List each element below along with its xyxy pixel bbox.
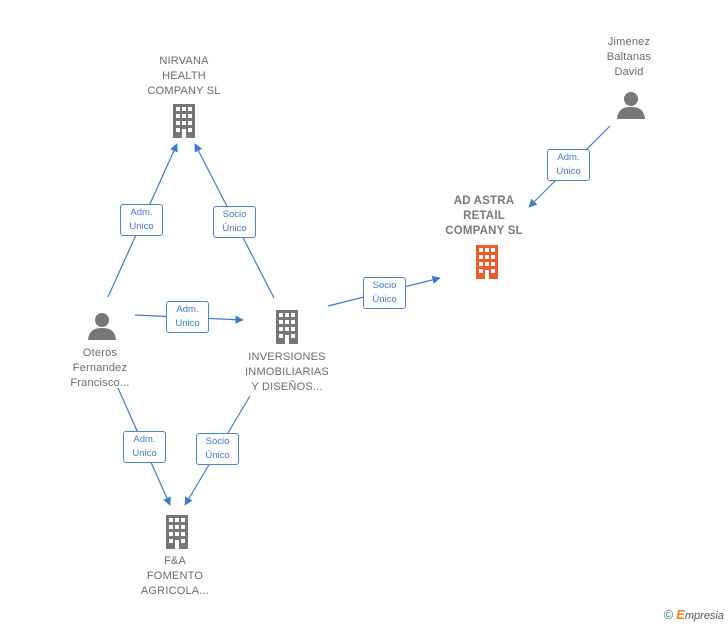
edge-label-line: Adm. (176, 304, 199, 315)
node-label-inversiones: INVERSIONES INMOBILIARIAS Y DISEÑOS... (232, 350, 342, 395)
brand-name: mpresia (684, 610, 724, 622)
inversiones-line-3: Y DISEÑOS... (251, 381, 323, 393)
inversiones-line-1: INVERSIONES (248, 351, 326, 363)
edge-label-oteros-inversiones[interactable]: Adm. Unico (166, 301, 209, 333)
edge-label-line: Unico (132, 448, 157, 459)
jimenez-line-3: David (614, 66, 644, 78)
fa-line-2: FOMENTO (146, 570, 204, 582)
edge-label-line: Adm. (133, 434, 156, 445)
person-icon[interactable] (87, 311, 117, 341)
node-label-ad-astra: AD ASTRA RETAIL COMPANY SL (428, 194, 540, 239)
edge-label-line: Único (222, 223, 247, 234)
nirvana-line-3: COMPANY SL (147, 85, 221, 97)
edge-label-oteros-nirvana[interactable]: Adm. Unico (120, 204, 163, 236)
oteros-line-1: Oteros (82, 347, 118, 359)
building-icon[interactable] (163, 515, 191, 549)
edge-label-inversiones-adastra[interactable]: Socio Único (363, 277, 406, 309)
node-label-oteros: Oteros Fernandez Francisco... (55, 346, 145, 391)
jimenez-line-2: Baltanas (606, 51, 652, 63)
edge-label-jimenez-adastra[interactable]: Adm. Unico (547, 149, 590, 181)
edge-label-line: Único (372, 294, 397, 305)
edge-label-line: Socio (372, 280, 397, 291)
node-label-fa-fomento: F&A FOMENTO AGRICOLA... (125, 554, 225, 599)
ad-astra-line-1: AD ASTRA (453, 195, 515, 207)
ad-astra-line-2: RETAIL (463, 210, 505, 222)
oteros-line-3: Francisco... (70, 377, 130, 389)
building-icon[interactable] (170, 104, 198, 138)
nirvana-line-1: NIRVANA (159, 55, 209, 67)
fa-line-3: AGRICOLA... (140, 585, 210, 597)
edge-label-inversiones-nirvana[interactable]: Socio Único (213, 206, 256, 238)
oteros-line-2: Fernandez (72, 362, 128, 374)
empresia-logo: ©Empresia (664, 607, 724, 622)
building-icon-focus[interactable] (472, 245, 502, 279)
edge-label-line: Unico (175, 318, 200, 329)
building-icon[interactable] (273, 310, 301, 344)
edge-label-line: Adm. (130, 207, 153, 218)
edge-label-line: Socio (222, 209, 247, 220)
ad-astra-line-3: COMPANY SL (445, 225, 523, 237)
nirvana-line-2: HEALTH (162, 70, 206, 82)
inversiones-line-2: INMOBILIARIAS (245, 366, 329, 378)
edge-label-inversiones-fa[interactable]: Socio Único (196, 433, 239, 465)
edge-label-line: Único (205, 450, 230, 461)
edge-label-line: Unico (129, 221, 154, 232)
copyright-symbol: © (663, 607, 674, 622)
jimenez-line-1: Jimenez (607, 36, 651, 48)
edge-label-line: Socio (205, 436, 230, 447)
node-label-jimenez: Jimenez Baltanas David (589, 35, 669, 80)
person-icon[interactable] (616, 90, 646, 120)
node-label-nirvana: NIRVANA HEALTH COMPANY SL (134, 54, 234, 99)
edge-label-line: Unico (556, 166, 581, 177)
edge-label-oteros-fa[interactable]: Adm. Unico (123, 431, 166, 463)
fa-line-1: F&A (164, 555, 186, 567)
brand-initial: E (676, 607, 685, 622)
edge-label-line: Adm. (557, 152, 580, 163)
